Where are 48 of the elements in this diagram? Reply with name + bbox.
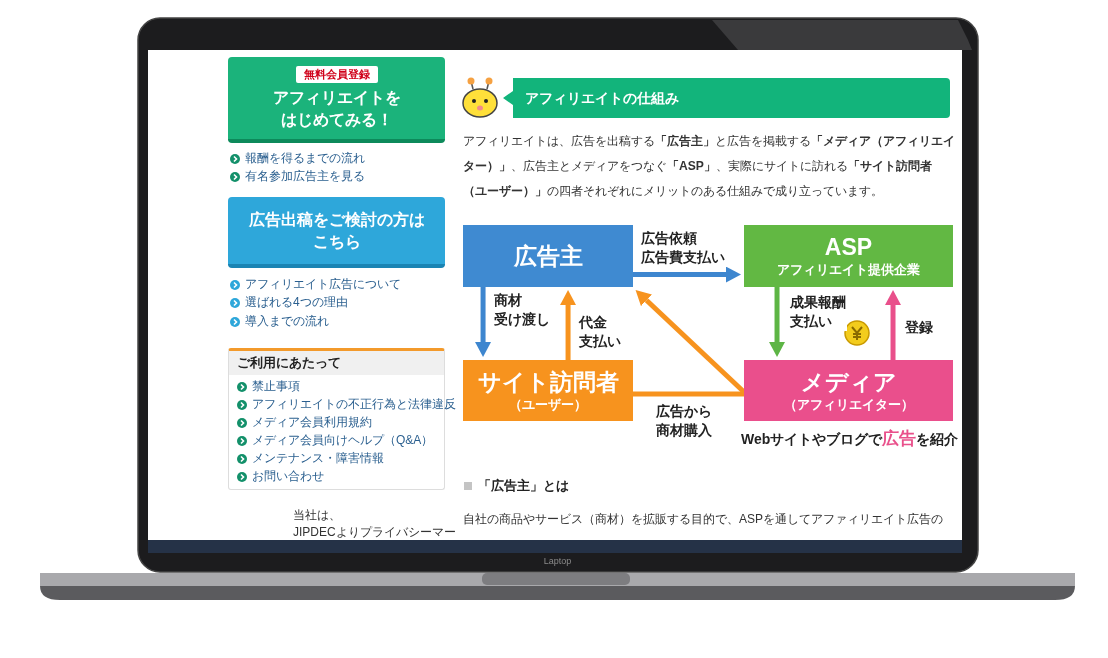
subheading: 「広告主」とは	[478, 477, 569, 495]
box-title: ASP	[824, 233, 873, 261]
paragraph: 自社の商品やサービス（商材）を拡販する目的で、ASPを通してアファィリエイト広告の	[463, 511, 943, 528]
registration-tag: 無料会員登録	[295, 65, 378, 83]
button-label: アフィリエイトをはじめてみる！	[272, 87, 401, 130]
arrow	[560, 290, 577, 360]
sidebar-link: 禁止事項	[237, 379, 300, 394]
paragraph: アフィリエイトは、広告を出稿する「広告主」と広告を掲載する「メディア（アフィリエイター）」、広告主とメディアをつなぐ「ASP」、実際にサイトに訪れる「サイト訪問者（ユーザー）」の四者それぞれにメリットのある仕組みで成り立っています。	[463, 133, 955, 200]
sidebar-link: アフィリエイト広告について	[230, 277, 401, 292]
sidebar-link: 報酬を得るまでの流れ	[230, 151, 365, 166]
button	[228, 57, 445, 143]
sidebar-link: アフィリエイトの不正行為と法律違反	[237, 397, 456, 412]
info-panel	[228, 348, 445, 490]
edge-label: 商材受け渡し	[493, 291, 551, 329]
process-box	[744, 225, 953, 287]
sidebar-link: メディア会員利用規約	[237, 415, 372, 430]
box-title: メディア	[800, 367, 897, 396]
section-heading: アフィリエイトの仕組み	[503, 78, 950, 118]
arrow	[635, 290, 746, 394]
sidebar-link: 選ばれる4つの理由	[230, 295, 348, 310]
box-caption: Webサイトやブログで広告を紹介	[741, 428, 959, 450]
sidebar-link: お問い合わせ	[237, 469, 324, 484]
arrow	[633, 266, 741, 283]
box-title: サイト訪問者	[477, 367, 619, 396]
button-label: 広告出稿をご検討の方はこちら	[248, 209, 425, 252]
sidebar-link: メンテナンス・障害情報	[237, 451, 384, 466]
arrow	[475, 287, 492, 357]
edge-label: 登録	[904, 318, 934, 337]
edge-label: 広告から商材購入	[655, 402, 713, 440]
edge-label: 代金支払い	[578, 313, 622, 351]
edge-label: 広告依頼広告費支払い	[640, 229, 726, 267]
edge-label: 成果報酬支払い	[789, 293, 847, 331]
sidebar-link: メディア会員向けヘルプ（Q&A）	[237, 433, 434, 448]
box-subtitle: アフィリエイト提供企業	[777, 261, 920, 279]
box-subtitle: （アフィリエイター）	[783, 395, 914, 414]
process-box	[744, 360, 953, 421]
sidebar-link: 導入までの流れ	[230, 314, 329, 329]
sidebar-link: 有名参加広告主を見る	[230, 169, 365, 184]
panel-header: ご利用にあたって	[229, 351, 444, 375]
arrow	[769, 287, 785, 357]
process-box	[463, 360, 633, 421]
process-box	[463, 225, 633, 287]
box-title: 広告主	[513, 242, 583, 270]
arrow	[885, 290, 901, 360]
button	[228, 197, 445, 268]
box-subtitle: （ユーザー）	[509, 395, 587, 414]
note-text: 当社は、JIPDECよりプライバシーマー	[293, 507, 456, 541]
device-label: Laptop	[542, 555, 573, 567]
